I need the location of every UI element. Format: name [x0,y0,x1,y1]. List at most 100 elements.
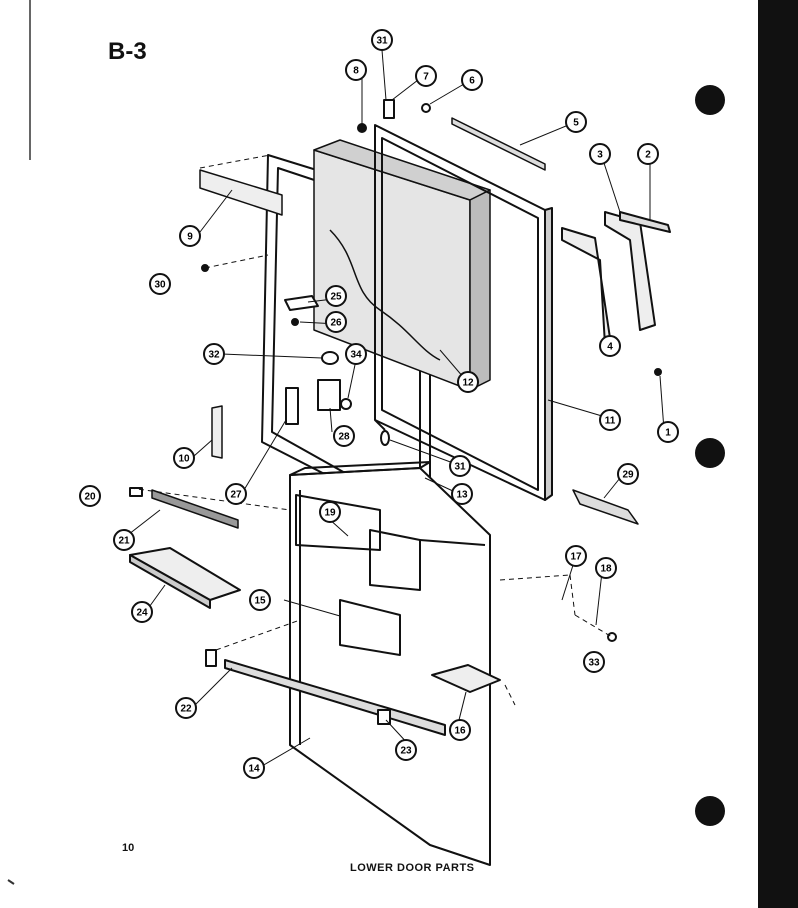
hinge-bracket [561,211,671,346]
door-tray [431,664,501,693]
bracket-28 [317,379,341,411]
clip-25 [284,295,319,311]
screw-1 [654,368,662,376]
callout-label: 23 [400,746,412,757]
side-strip [211,405,223,459]
binder-hole-middle [695,438,725,468]
screw-20 [129,487,143,497]
callout-label: 14 [248,764,260,775]
callout-label: 31 [376,36,388,47]
callout-label: 18 [600,564,612,575]
callout-12: 12 [457,371,479,393]
callout-20: 20 [79,485,101,507]
binder-hole-top [695,85,725,115]
screw-26 [291,318,299,326]
callout-2: 2 [637,143,659,165]
egg-tray [129,547,241,609]
callout-label: 5 [573,118,579,129]
callout-circle [325,285,347,307]
callout-circle [657,421,679,443]
knob-32 [321,351,339,365]
callout-label: 21 [118,536,130,547]
callout-label: 20 [84,492,96,503]
callout-circle [249,589,271,611]
callout-circle [149,273,171,295]
callout-32: 32 [203,343,225,365]
callout-9: 9 [179,225,201,247]
bottom-strip [572,489,639,525]
callout-circle [461,69,483,91]
callout-label: 9 [187,232,193,243]
callout-circle [595,557,617,579]
callout-circle [599,409,621,431]
callout-28: 28 [333,425,355,447]
callout-22: 22 [175,697,197,719]
strip-21 [151,489,239,529]
callout-14: 14 [243,757,265,779]
insulation-panel [313,139,491,391]
callout-29: 29 [617,463,639,485]
callout-circle [395,739,417,761]
callout-circle [225,483,247,505]
callout-circle [565,545,587,567]
callout-label: 27 [230,490,242,501]
callout-17: 17 [565,545,587,567]
callout-circle [583,651,605,673]
callout-6: 6 [461,69,483,91]
callout-label: 34 [350,350,362,361]
callout-7: 7 [415,65,437,87]
callout-label: 7 [423,72,429,83]
hinge-pin [205,649,217,667]
callout-16: 16 [449,719,471,741]
nut-6 [421,103,431,113]
callout-30: 30 [149,273,171,295]
callout-label: 2 [645,150,651,161]
callout-label: 15 [254,596,266,607]
callout-circle [589,143,611,165]
callout-circle [179,225,201,247]
callout-circle [415,65,437,87]
callout-circle [449,455,471,477]
callout-circle [175,697,197,719]
callout-4: 4 [599,335,621,357]
callout-circle [599,335,621,357]
binding-edge [758,0,798,908]
callout-circle [173,447,195,469]
callout-1: 1 [657,421,679,443]
callout-label: 3 [597,150,603,161]
callout-label: 26 [330,318,342,329]
callout-label: 13 [456,490,468,501]
callout-label: 6 [469,76,475,87]
pin-31b [380,430,390,446]
callout-26: 26 [325,311,347,333]
callout-circle [79,485,101,507]
callout-25: 25 [325,285,347,307]
callout-11: 11 [599,409,621,431]
callout-label: 8 [353,66,359,77]
callout-label: 30 [154,280,166,291]
callout-label: 24 [136,608,148,619]
callout-27: 27 [225,483,247,505]
callout-circle [345,59,367,81]
caption: LOWER DOOR PARTS [350,862,475,874]
callout-label: 33 [588,658,600,669]
switch-plate [285,387,299,425]
top-strip [199,169,283,216]
callout-circle [131,601,153,623]
callout-label: 16 [454,726,466,737]
callout-circle [325,311,347,333]
callout-circle [345,343,367,365]
callout-24: 24 [131,601,153,623]
washer-33 [607,632,617,642]
guide-lines [129,154,613,706]
page-number: 10 [122,842,135,854]
callout-13: 13 [451,483,473,505]
callout-3: 3 [589,143,611,165]
callout-15: 15 [249,589,271,611]
callout-circle [565,111,587,133]
callout-circle [457,371,479,393]
trim-strip [451,117,546,171]
